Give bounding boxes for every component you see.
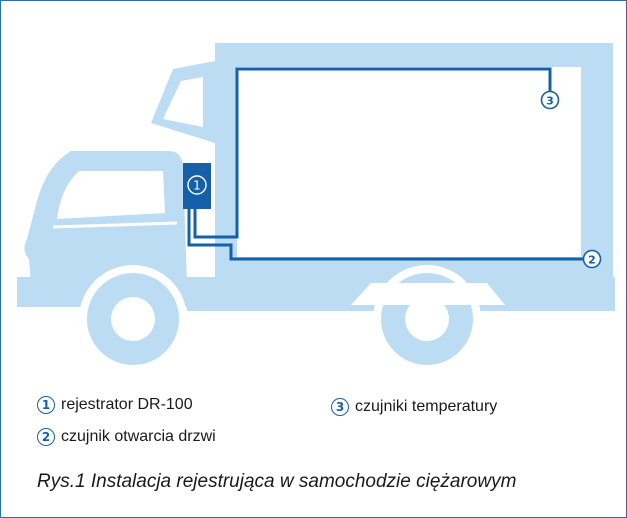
cargo-box <box>215 43 613 283</box>
legend-label-temperature-sensors: czujniki temperatury <box>355 398 498 415</box>
truck-cab <box>24 151 187 283</box>
wire-to-temp-sensor <box>193 67 552 239</box>
figure-caption: Rys.1 Instalacja rejestrująca w samochod… <box>37 471 517 492</box>
legend-number-3: 3 <box>331 398 349 416</box>
rear-wheel <box>373 265 481 373</box>
recorder-marker-label: 1 <box>193 179 201 193</box>
wire-to-door-sensor <box>187 209 583 261</box>
temperature-sensor-marker: 3 <box>540 90 560 110</box>
wiring <box>187 67 583 261</box>
legend-number-1: 1 <box>37 396 55 414</box>
front-wheel <box>79 265 187 373</box>
cab-window <box>57 171 165 219</box>
legend-number-2: 2 <box>37 428 55 446</box>
door-sensor-label: 2 <box>588 254 596 267</box>
legend-item-door-sensor: 2 czujnik otwarcia drzwi <box>37 427 216 447</box>
cab-door-line <box>52 221 178 229</box>
legend-item-recorder: 1 rejestrator DR-100 <box>37 395 193 415</box>
truck-diagram: 1 3 2 <box>17 43 615 373</box>
legend-label-recorder: rejestrator DR-100 <box>61 396 193 413</box>
recorder-marker <box>187 175 207 195</box>
rear-wheel-arch <box>351 283 505 305</box>
legend-label-door-sensor: czujnik otwarcia drzwi <box>61 428 216 445</box>
temperature-sensor-label: 3 <box>546 95 554 108</box>
legend-item-temperature-sensors: 3 czujniki temperatury <box>331 397 497 417</box>
deflector-window <box>163 77 203 127</box>
door-sensor-marker: 2 <box>582 249 602 269</box>
